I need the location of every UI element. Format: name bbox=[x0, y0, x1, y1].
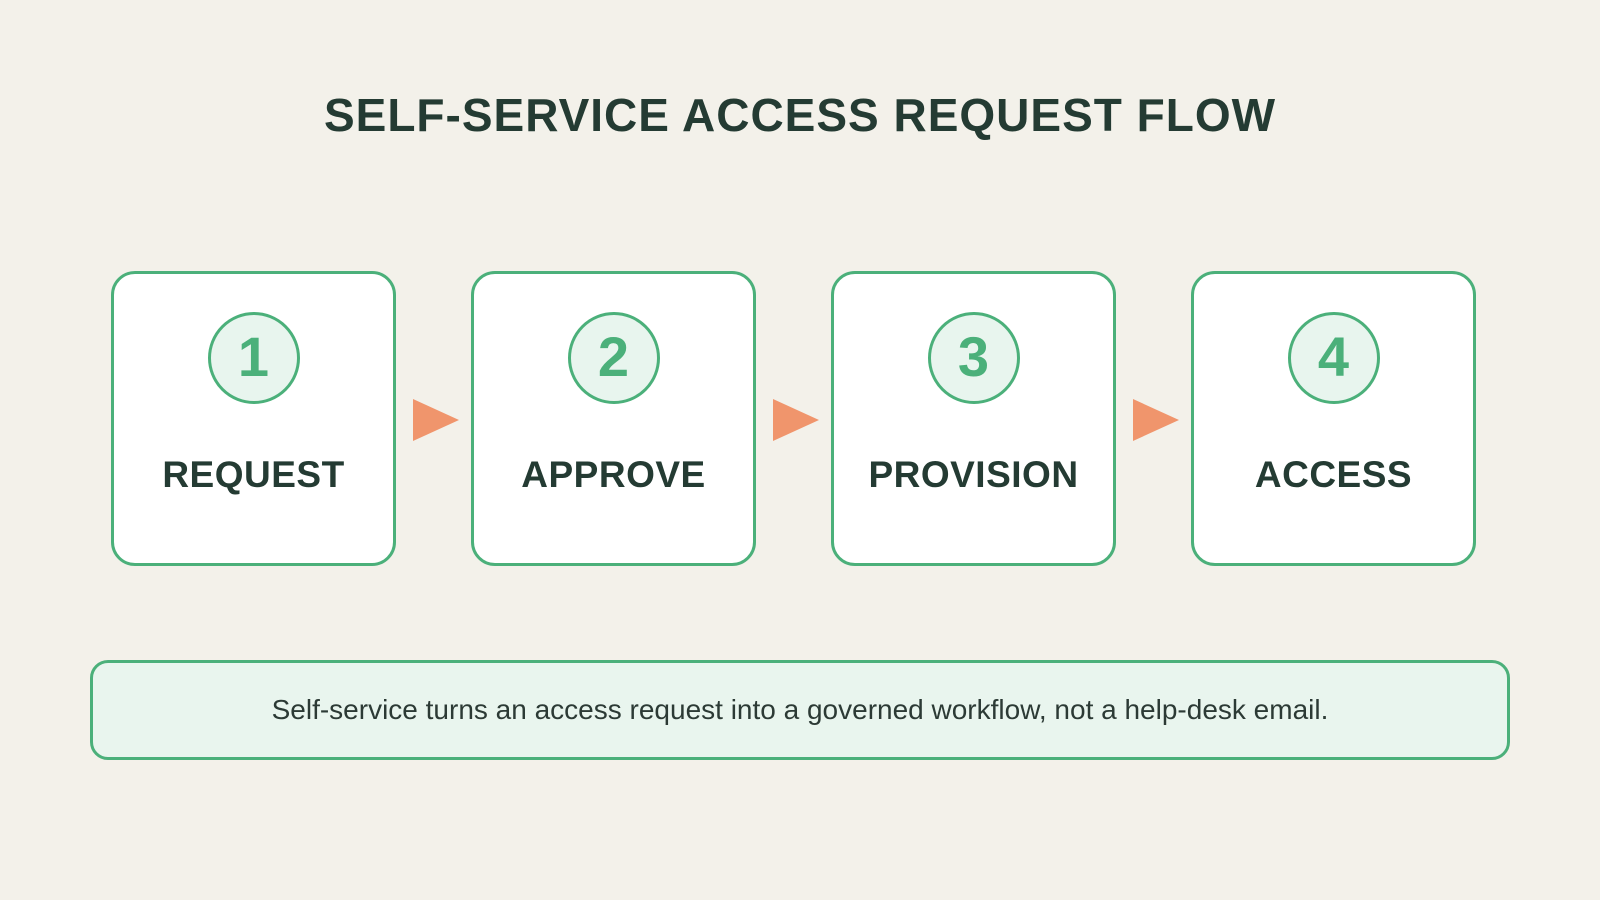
step-number-badge: 3 bbox=[927, 312, 1020, 404]
step-number-badge: 2 bbox=[567, 312, 660, 404]
arrow-right-icon bbox=[773, 399, 819, 441]
step-number-badge: 4 bbox=[1287, 312, 1380, 404]
arrow-right-icon bbox=[1133, 399, 1179, 441]
summary-note: Self-service turns an access request int… bbox=[90, 660, 1510, 760]
step-label: REQUEST bbox=[162, 454, 345, 495]
step-approve: 2 APPROVE bbox=[471, 271, 756, 566]
step-request: 1 REQUEST bbox=[111, 271, 396, 566]
step-label: ACCESS bbox=[1254, 454, 1413, 495]
step-label: APPROVE bbox=[521, 454, 706, 495]
step-provision: 3 PROVISION bbox=[831, 271, 1116, 566]
arrow-right-icon bbox=[413, 399, 459, 441]
step-access: 4 ACCESS bbox=[1191, 271, 1476, 566]
diagram-title: SELF-SERVICE ACCESS REQUEST FLOW bbox=[323, 89, 1277, 141]
step-label: PROVISION bbox=[868, 454, 1079, 495]
step-number-badge: 1 bbox=[207, 312, 300, 404]
